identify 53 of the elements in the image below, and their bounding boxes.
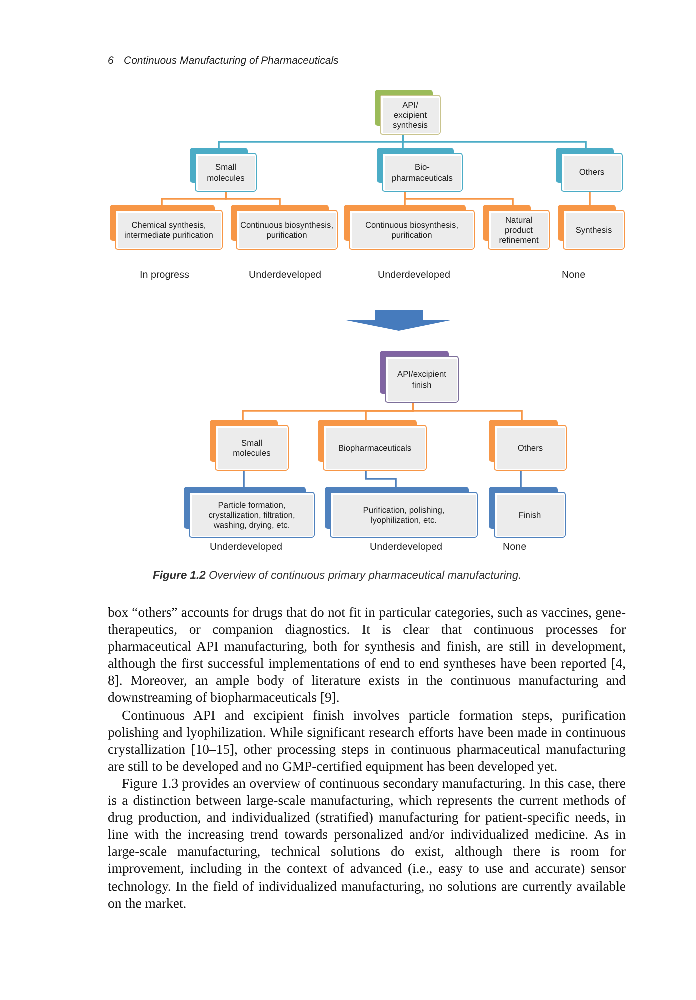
box-label: Natural product refinement [498, 214, 540, 246]
body-paragraph: box “others” accounts for drugs that do not fit in particular categories, such as vaccines, gene-therapeutics, or companion diagnostics. It is clear that continuous processes for pharmaceutical API manufacturing, both for synthesis and finish, are still in development, although the first successful implementations of end to end syntheses have been reported [4, 8]. Moreover, an ample body of literature exists in the continuous manufacturing and downstreaming of biopharmaceuticals [9]. [108, 604, 626, 707]
process-box [231, 205, 338, 250]
process-box [184, 487, 315, 538]
status-label: Underdeveloped [370, 542, 442, 554]
connector-line [225, 192, 281, 205]
box-label: API/excipient finish [396, 369, 448, 390]
box-label: Chemical synthesis, intermediate purification [124, 220, 214, 240]
connector-line [589, 192, 591, 205]
status-label: None [503, 542, 527, 554]
box-label: Continuous biosynthesis, purification [239, 220, 335, 240]
box-label: Particle formation, crystallization, filtration, washing, drying, etc. [208, 500, 296, 530]
connector-line [402, 135, 587, 148]
box-label: Others [518, 442, 544, 454]
box-label: Purification, polishing, lyophilization, etc. [362, 504, 446, 526]
process-box [375, 90, 441, 135]
box-label: Small molecules [206, 162, 246, 183]
process-box [556, 148, 623, 192]
connector-line [520, 471, 522, 487]
status-label: In progress [140, 270, 190, 282]
connector-line [365, 471, 397, 487]
process-box [483, 205, 550, 250]
box-label: Biopharmaceuticals [338, 442, 412, 454]
process-box [325, 487, 478, 538]
status-label: Underdeveloped [249, 270, 322, 282]
process-box [377, 148, 463, 192]
process-box [380, 351, 459, 403]
process-box [344, 205, 475, 250]
figure-caption: Figure 1.2 Overview of continuous primary pharmaceutical manufacturing. [153, 570, 522, 584]
body-paragraph: Figure 1.3 provides an overview of continuous secondary manufacturing. In this case, there is a distinction between large-scale manufacturing, which represents the current methods of drug production, and individualized (stratified) manufacturing for patient-specific needs, in line with the increasing trend towards personalized and/or individualized medicine. As in large-scale manufacturing, technical solutions do exist, although there is room for improvement, including in the context of advanced (i.e., easy to use and accurate) sensor technology. In the field of individualized manufacturing, no solutions are currently available on the market. [108, 774, 626, 912]
connector-line [404, 192, 514, 205]
status-label: Underdeveloped [378, 270, 450, 282]
box-label: Small molecules [232, 438, 272, 458]
status-label: Underdeveloped [210, 542, 282, 554]
page-number: 6 [108, 55, 114, 68]
process-box [489, 487, 566, 538]
box-label: Bio- pharmaceuticals [391, 162, 454, 183]
process-box [110, 205, 223, 250]
body-paragraph: Continuous API and excipient finish involves particle formation steps, purification polishing and lyophilization. While significant research efforts have been made in continuous crystallization [10–15], other processing steps in continuous pharmaceutical manufacturing are still to be developed and no GMP-certified equipment has been developed yet. [108, 706, 626, 775]
process-box [318, 420, 427, 471]
process-box [190, 148, 257, 192]
process-box [558, 205, 625, 250]
status-label: None [562, 270, 586, 282]
box-label: Synthesis [576, 224, 612, 236]
process-box [489, 420, 567, 471]
connector-line [412, 403, 523, 420]
box-label: Others [579, 167, 605, 178]
process-box [210, 420, 289, 471]
box-label: Finish [518, 510, 542, 520]
connector-line [243, 471, 245, 487]
box-label: API/ excipient synthesis [392, 100, 429, 130]
running-header: Continuous Manufacturing of Pharmaceuticals [124, 55, 339, 68]
box-label: Continuous biosynthesis, purification [364, 220, 460, 240]
